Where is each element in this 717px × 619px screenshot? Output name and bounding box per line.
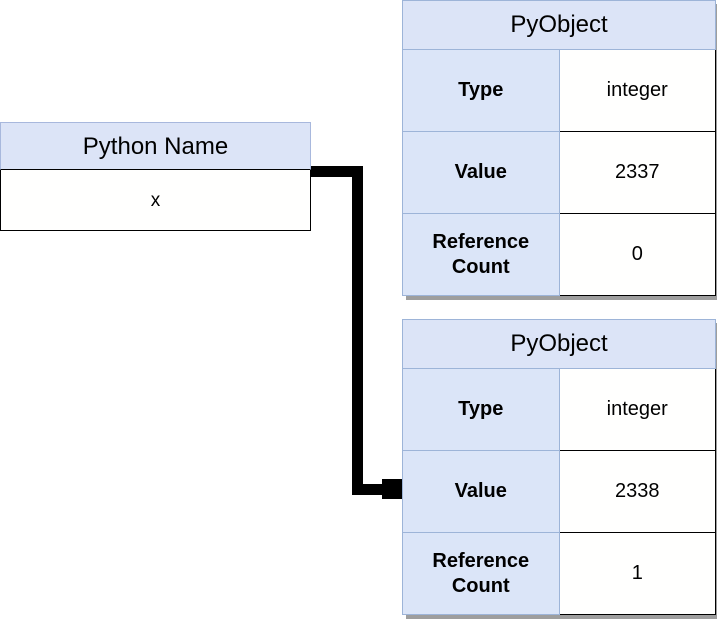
row-value-type: integer: [558, 49, 716, 132]
python-name-box: Python Name x: [0, 122, 311, 231]
python-name-header: Python Name: [0, 122, 311, 170]
connector-line: [311, 166, 388, 495]
table-row: Reference Count 1: [402, 532, 716, 615]
table-row: Value 2337: [402, 131, 716, 214]
table-row: Reference Count 0: [402, 213, 716, 296]
pyobject-table: PyObject Type integer Value 2337 Referen…: [402, 0, 716, 296]
row-label-value: Value: [402, 450, 560, 533]
row-label-reference-count: Reference Count: [402, 213, 560, 296]
row-label-type: Type: [402, 368, 560, 451]
table-row: Value 2338: [402, 450, 716, 533]
pyobject-table: PyObject Type integer Value 2338 Referen…: [402, 319, 716, 615]
pyobject-title: PyObject: [402, 319, 716, 369]
table-row: Type integer: [402, 368, 716, 451]
row-value-value: 2337: [558, 131, 716, 214]
row-label-value: Value: [402, 131, 560, 214]
table-row: Type integer: [402, 49, 716, 132]
connector-arrowhead-icon: [382, 479, 402, 499]
table-row-title: PyObject: [402, 0, 716, 50]
table-row-title: PyObject: [402, 319, 716, 369]
row-value-type: integer: [558, 368, 716, 451]
row-label-type: Type: [402, 49, 560, 132]
pyobject-title: PyObject: [402, 0, 716, 50]
row-value-value: 2338: [558, 450, 716, 533]
row-value-reference-count: 1: [558, 532, 716, 615]
row-value-reference-count: 0: [558, 213, 716, 296]
pyobject-table-2: PyObject Type integer Value 2338 Referen…: [402, 319, 717, 619]
row-label-reference-count: Reference Count: [402, 532, 560, 615]
pyobject-table-1: PyObject Type integer Value 2337 Referen…: [402, 0, 717, 300]
python-name-value: x: [0, 170, 311, 231]
